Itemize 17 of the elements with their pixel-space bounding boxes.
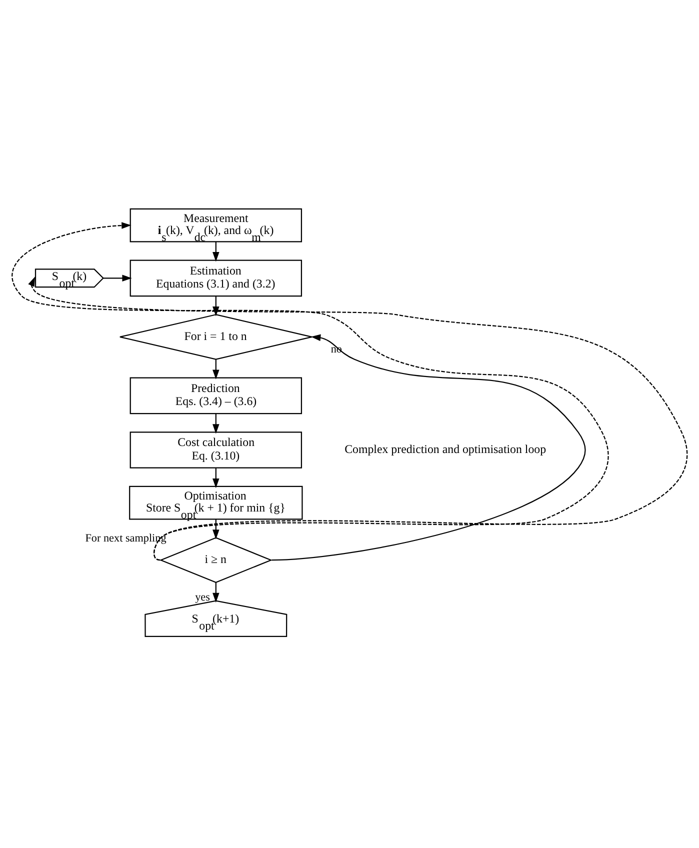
arrow	[28, 276, 688, 560]
arrow	[212, 468, 220, 488]
node-diamond: For i = 1 to n	[119, 314, 312, 360]
label: Complex prediction and optimisation loop	[344, 441, 546, 456]
arrow	[12, 222, 609, 560]
node-box: Cost calculation Eq. (3.10)	[130, 431, 302, 468]
arrow	[103, 274, 132, 282]
arrow	[212, 518, 220, 539]
node-box: Estimation Equations (3.1) and (3.2)	[130, 259, 302, 296]
node-box: Prediction Eqs. (3.4) – (3.6)	[130, 376, 302, 414]
arrow	[212, 296, 220, 316]
arrow	[272, 334, 586, 560]
arrow	[212, 413, 220, 434]
arrow	[212, 582, 220, 602]
arrow	[212, 358, 220, 379]
edge-label: For next sampling	[85, 532, 166, 544]
arrow	[212, 241, 220, 262]
